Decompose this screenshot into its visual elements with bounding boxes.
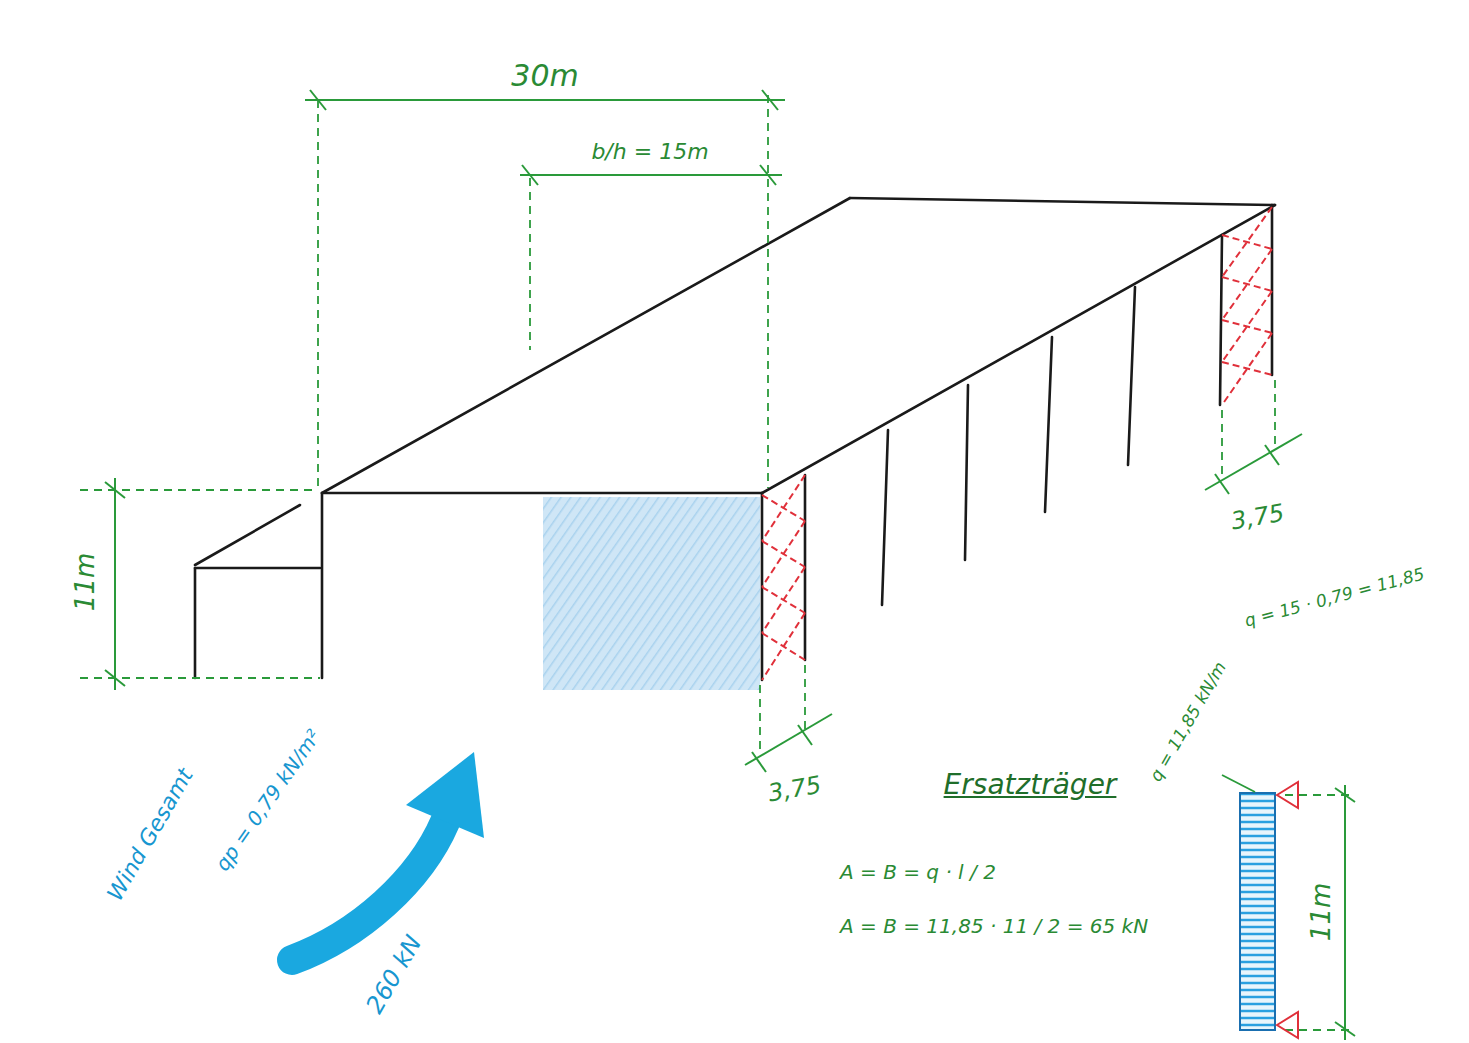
beam-supports-part: [1277, 782, 1298, 808]
hall-outline-part: [322, 492, 762, 495]
dimension-lines-part: [114, 478, 116, 690]
dimension-helpers-part: [1274, 380, 1276, 450]
dimension-label: 11m: [71, 553, 101, 611]
dimension-helpers-part: [1285, 1029, 1350, 1031]
load-leader: [1222, 775, 1255, 792]
dimension-lines: [105, 90, 1355, 1040]
dimension-lines-part: [520, 174, 782, 176]
dimension-helpers-part: [80, 489, 318, 491]
dimension-helpers-part: [1285, 794, 1350, 796]
dimension-lines-part: [1215, 474, 1229, 494]
dimension-lines-part: [1335, 1022, 1355, 1036]
dimension-label: 3,75: [766, 772, 823, 808]
dimension-lines-part: [752, 752, 766, 772]
hall-outline-part: [195, 505, 300, 565]
beam-title: Ersatzträger: [944, 769, 1117, 801]
dimension-lines-part: [762, 90, 778, 110]
dimension-label: 3,75: [1229, 500, 1286, 536]
wind-arrow: [292, 752, 484, 960]
dimension-helpers-part: [529, 178, 531, 350]
dimension-helpers: [80, 95, 1350, 1030]
wind-bracing-part: [1222, 362, 1272, 375]
wind-force: 260 kN: [362, 931, 429, 1019]
wind-bracing-part: [1222, 291, 1272, 362]
reaction-result: A = B = 11,85 · 11 / 2 = 65 kN: [840, 915, 1148, 938]
wind-bracing-part: [1222, 235, 1272, 249]
dimension-label: 3,75: [1229, 500, 1286, 536]
dimension-lines-part: [1265, 445, 1279, 465]
dimension-label: 30m: [511, 59, 578, 94]
dimension-label: 11m: [71, 553, 101, 611]
dimension-lines-part: [745, 714, 832, 765]
wind-wall-area: [543, 497, 760, 690]
hall-outline-part: [965, 385, 968, 560]
reaction-formula: A = B = q · l / 2: [840, 861, 996, 884]
hall-outline-part: [1045, 337, 1052, 512]
hall-outline-part: [882, 430, 888, 605]
dimension-lines-part: [305, 99, 785, 101]
hall-outline: [195, 198, 1275, 680]
dimension-helpers-part: [1221, 410, 1223, 480]
reaction-formula: A = B = q · l / 2: [840, 861, 996, 884]
wind-bracing-part: [1222, 333, 1272, 405]
wind-pressure: qp = 0,79 kN/m²: [211, 725, 325, 875]
dimension-helpers-part: [804, 665, 806, 730]
load-formula: q = 15 · 0,79 = 11,85: [1243, 565, 1427, 632]
wind-arrow-part: [292, 822, 445, 960]
dimension-label: b/h = 15m: [591, 139, 708, 164]
dimension-label: 11m: [1307, 883, 1337, 941]
beam-title: Ersatzträger: [944, 769, 1117, 801]
wind-label: Wind Gesamt: [102, 764, 198, 905]
wind-arrow-part: [406, 752, 484, 838]
dimension-helpers-part: [759, 685, 761, 755]
wind-bracing-part: [762, 613, 805, 680]
hall-outline-part: [321, 493, 324, 678]
dimension-label: b/h = 15m: [591, 139, 708, 164]
beam-supports: [1277, 782, 1298, 1038]
beam-supports-part: [1277, 1012, 1298, 1038]
wind-force: 260 kN: [362, 931, 429, 1019]
load-label: q = 11,85 kN/m: [1146, 659, 1230, 785]
hall-outline-part: [850, 198, 1275, 205]
hall-outline-part: [322, 198, 850, 493]
hall-outline-part: [194, 568, 197, 678]
reaction-result: A = B = 11,85 · 11 / 2 = 65 kN: [840, 915, 1148, 938]
wind-bracing: [762, 207, 1272, 680]
dimension-helpers-part: [317, 100, 319, 488]
hall-outline-part: [1220, 235, 1222, 405]
wind-bracing-part: [1222, 277, 1272, 291]
wind-bracing-part: [1222, 320, 1272, 333]
dimension-label: 30m: [511, 59, 578, 94]
dimension-helpers-part: [80, 677, 320, 679]
wind-pressure: qp = 0,79 kN/m²: [211, 725, 325, 875]
dimension-label: 3,75: [766, 772, 823, 808]
dimension-helpers-part: [767, 95, 769, 488]
hall-outline-part: [762, 205, 1275, 493]
dimension-label: 11m: [1307, 883, 1337, 941]
hall-outline-part: [1128, 287, 1135, 465]
load-label: q = 11,85 kN/m: [1146, 659, 1230, 785]
load-formula: q = 15 · 0,79 = 11,85: [1243, 565, 1427, 632]
wind-bracing-part: [1222, 249, 1272, 320]
hall-outline-part: [195, 567, 320, 570]
substitute-beam: [1240, 793, 1275, 1030]
wind-label: Wind Gesamt: [102, 764, 198, 905]
dimension-lines-part: [1344, 785, 1346, 1040]
wind-bracing-part: [1222, 207, 1272, 277]
